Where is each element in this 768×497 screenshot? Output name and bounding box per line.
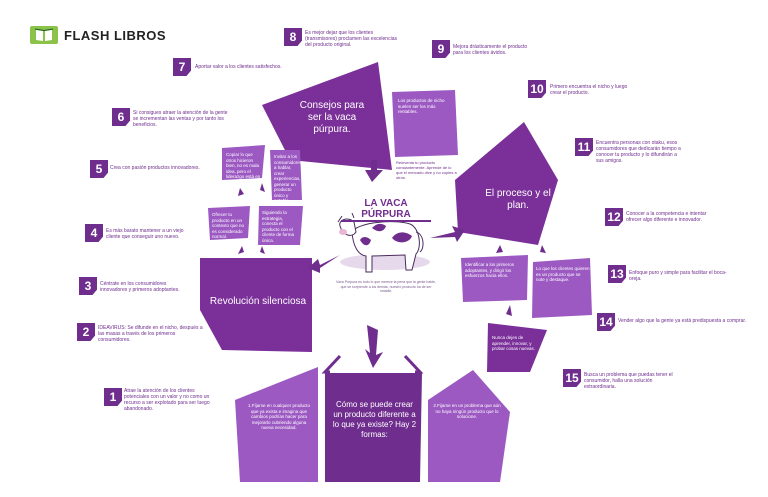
card-f-text: Lo que los clientes quieren es un produc…: [536, 266, 590, 282]
card-h-shape: [487, 323, 547, 372]
brand-name: FLASH LIBROS: [64, 27, 167, 43]
tip-badge: 15: [563, 369, 581, 387]
card-b-text: Invitar a los consumidores a hablar, cre…: [274, 154, 303, 203]
arrow-down-icon: [365, 325, 383, 368]
tip-text: Mejora drásticamente el producto para lo…: [453, 44, 528, 56]
tip-badge: 12: [605, 208, 623, 226]
tip-badge: 4: [85, 224, 103, 242]
tip-text: Enfoque puro y simple para facilitar el …: [629, 270, 727, 282]
section-proceso: El proceso y el plan.: [485, 188, 551, 211]
arrow-right-icon: [430, 226, 465, 242]
segment-proceso: [455, 122, 558, 245]
card-consejo-note-text: Los productos de nicho suelen ser los má…: [398, 98, 445, 114]
purple-note: Reinventa tu producto constantemente. Ap…: [396, 160, 457, 180]
tip-badge: 2: [77, 323, 95, 341]
tip-text: Busca un problema que puedas tener el co…: [584, 372, 673, 390]
tip-text: Es mejor dejar que los clientes (transmi…: [305, 30, 397, 48]
tip-badge: 6: [112, 108, 130, 126]
tip-text: Primero encuentra el nicho y luego crear…: [550, 84, 628, 96]
brand-logo: FLASH LIBROS: [30, 26, 166, 44]
section-consejos: Consejos para ser la vaca púrpura.: [299, 100, 365, 135]
segment-form-two: [428, 370, 510, 482]
form-two-text: 2.Fijarse en un problema que aún no haya…: [433, 403, 501, 419]
tip-text: Céntrate en los consumidores innovadores…: [100, 281, 180, 293]
tip-text: IDEAVIRUS: Se difunde en el nicho, despu…: [98, 325, 203, 343]
tip-badge: 10: [528, 80, 546, 98]
center-title: LA VACA PÚRPURA: [341, 198, 431, 222]
tip-badge: 5: [90, 160, 108, 178]
tip-badge: 9: [432, 40, 450, 58]
card-consejo-note: [392, 90, 458, 157]
card-d-shape: [258, 206, 303, 245]
tip-text: Crea con pasión productos innovadores.: [110, 165, 200, 171]
form-one-text: 1.Fíjarse en cualquier producto que ya e…: [247, 403, 311, 430]
tip-badge: 13: [608, 265, 626, 283]
arrow-left-icon: [308, 255, 340, 273]
tip-text: Si consigues atraer la atención de la ge…: [133, 110, 228, 128]
card-d-text: Siguiendo la estrategia, conecta el prod…: [262, 210, 295, 243]
tip-text: Conocer a la competencia e intentar ofre…: [626, 211, 707, 223]
card-e-text: Identificar a los primeros adoptantes, y…: [465, 262, 515, 278]
card-b-shape: [270, 150, 302, 200]
tip-badge: 11: [575, 138, 593, 156]
tip-text: Es más barato mantener a un viejo client…: [106, 228, 184, 240]
center-caption: Vaca Púrpura es todo lo que merece la pe…: [336, 280, 436, 293]
tip-text: Aportar valor a los clientes satisfechos…: [195, 64, 282, 70]
tip-badge: 3: [79, 277, 97, 295]
card-c-shape: [208, 206, 250, 240]
segment-form-one: [235, 367, 318, 482]
tip-text: Vender algo que la gente ya está predisp…: [618, 318, 747, 324]
tip-badge: 14: [597, 313, 615, 331]
book-icon: [30, 26, 58, 44]
arrow-split-right-icon: [403, 354, 424, 374]
arrow-split-left-icon: [321, 354, 342, 374]
section-revolucion: Revolución silenciosa: [209, 296, 307, 307]
section-como: Cómo se puede crear un producto diferent…: [332, 400, 417, 439]
tip-badge: 1: [104, 388, 122, 406]
card-f-shape: [532, 258, 592, 318]
arrow-up-icon: [365, 160, 383, 182]
tip-badge: 8: [284, 28, 302, 46]
tip-badge: 7: [173, 58, 191, 76]
segment-revolucion: [200, 258, 312, 352]
card-e-shape: [461, 255, 528, 302]
card-c-text: Ofrecer tu producto en un contexto que n…: [212, 212, 245, 239]
segment-consejos: [262, 62, 392, 170]
cow-illustration: [337, 212, 430, 273]
tip-text: Encuentra personas con otaku, esos consu…: [596, 140, 681, 164]
card-a-text: Copiar lo que otros hicieron bien, no es…: [226, 152, 261, 185]
segment-como: [325, 373, 422, 482]
card-h-text: Nunca dejes de aprender, innovar, y prob…: [492, 335, 536, 351]
card-a-shape: [222, 145, 265, 180]
tip-text: Atrae la atención de los clientes potenc…: [124, 388, 210, 412]
